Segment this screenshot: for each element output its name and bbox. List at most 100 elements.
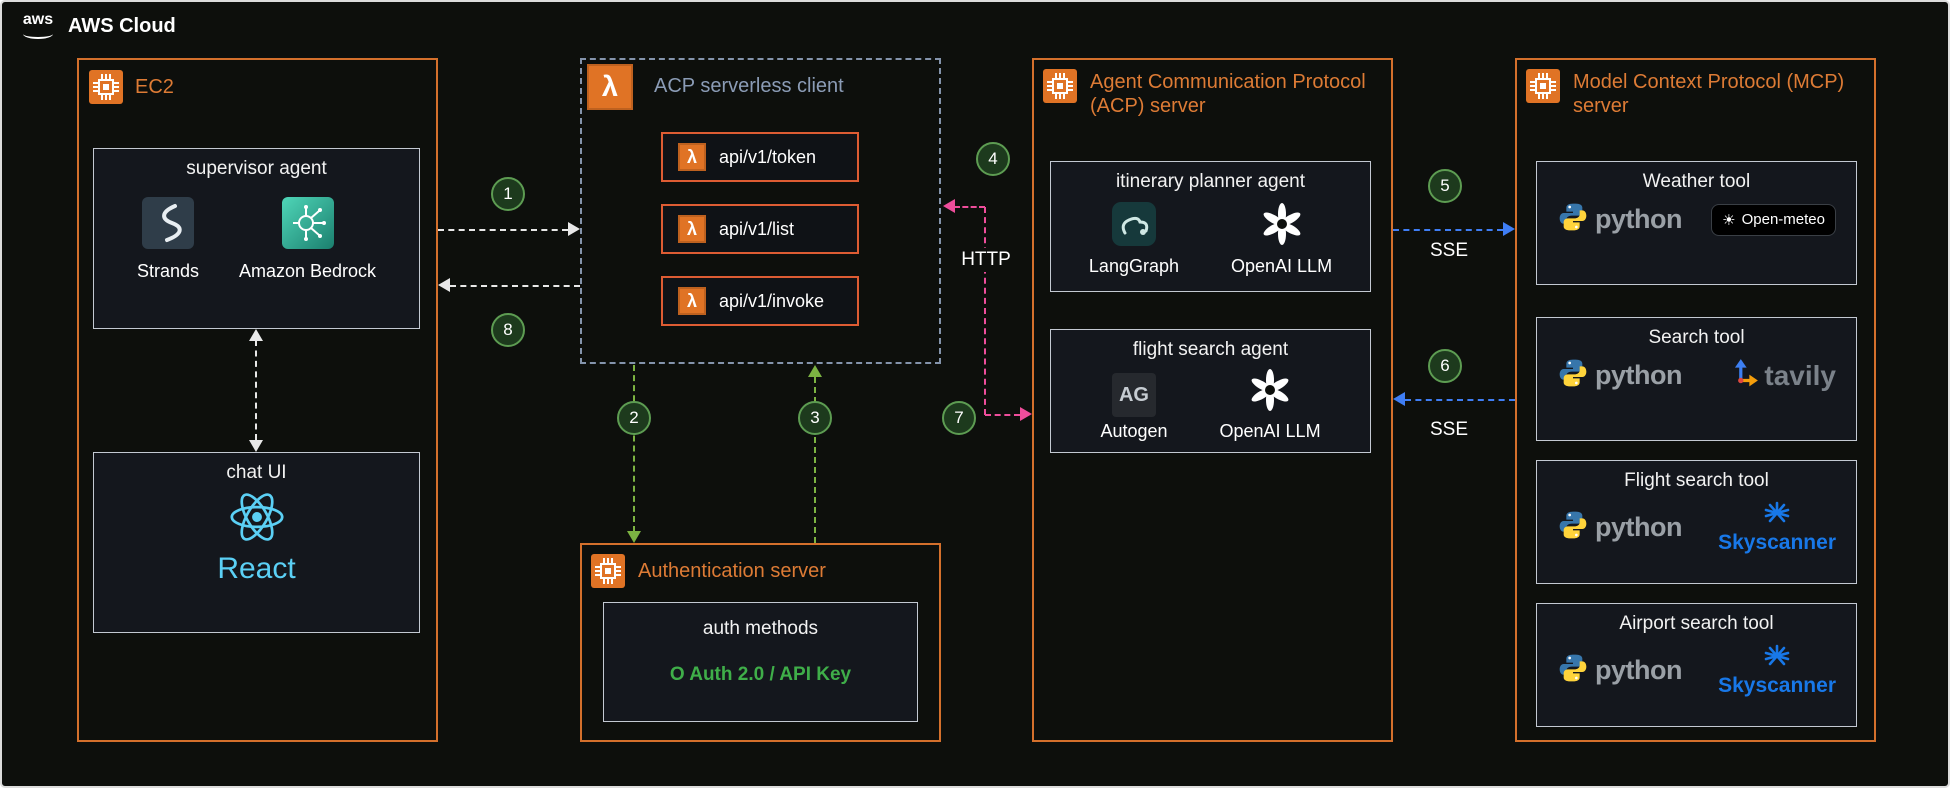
flight-tool-row: python Skyscanner (1537, 500, 1856, 554)
python-group: python (1557, 357, 1682, 394)
python-icon (1557, 652, 1589, 689)
react-label: React (217, 552, 296, 585)
flight-search-tool-title: Flight search tool (1624, 470, 1769, 491)
ec2-chip-icon (88, 69, 124, 105)
strands-label: Strands (136, 261, 199, 281)
openai-item-2: OpenAI LLM (1220, 368, 1321, 442)
tavily-icon (1728, 357, 1760, 394)
aws-smile-icon (23, 29, 53, 39)
acp-server-chip-icon (1042, 68, 1078, 104)
lambda-token-icon: λ (678, 143, 706, 171)
lambda-glyph-small: λ (686, 146, 697, 167)
skyscanner-icon (1757, 500, 1797, 531)
weather-tool-panel: Weather tool python ☀ Open-meteo (1536, 161, 1857, 285)
langgraph-icon (1111, 202, 1156, 251)
step-7-number: 7 (954, 408, 964, 427)
endpoint-list-label: api/v1/list (719, 218, 795, 239)
lambda-glyph-small: λ (686, 290, 697, 311)
python-icon (1557, 357, 1589, 394)
sse-top-label: SSE (1418, 239, 1480, 263)
tavily-group: tavily (1728, 357, 1836, 394)
itinerary-planner-agent-panel: itinerary planner agent LangGraph OpenAI… (1050, 161, 1371, 292)
itinerary-planner-title: itinerary planner agent (1115, 171, 1306, 192)
chat-ui-title: chat UI (226, 462, 287, 483)
http-label: HTTP (951, 248, 1021, 272)
supervisor-icon-row: Strands Amazon Bedrock (137, 197, 376, 282)
search-tool-row: python tavily (1537, 357, 1856, 394)
acp-server-title: Agent Communication Protocol(ACP) server (1090, 70, 1366, 118)
endpoint-token-label: api/v1/token (719, 146, 817, 167)
step-4-number: 4 (988, 149, 998, 168)
python-wordmark: python (1595, 204, 1682, 234)
openai-icon (1260, 202, 1304, 251)
step-1-badge: 1 (491, 177, 525, 211)
mcp-title-line1: Model Context Protocol (MCP) (1573, 71, 1845, 93)
arrow-ec2-to-acp-head (568, 222, 580, 236)
aws-logo-word: aws (22, 11, 54, 28)
python-group: python (1557, 509, 1682, 546)
search-tool-title: Search tool (1648, 327, 1745, 348)
arrow-auth-to-client-line (814, 377, 816, 543)
arrow-supervisor-chat-up-head (249, 329, 263, 341)
acp-client-title: ACP serverless client (654, 75, 844, 97)
itinerary-icon-row: LangGraph OpenAI LLM (1089, 202, 1332, 277)
weather-tool-row: python ☀ Open-meteo (1537, 201, 1856, 238)
mcp-server-title: Model Context Protocol (MCP)server (1573, 70, 1844, 118)
python-wordmark: python (1595, 511, 1682, 542)
http-arrow-bottom-line (985, 414, 1020, 416)
strands-icon (141, 197, 194, 254)
http-arrow-left-head (943, 199, 955, 213)
react-icon (228, 490, 286, 549)
arrow-supervisor-chat-line (255, 340, 257, 440)
sse-bottom-label: SSE (1418, 418, 1480, 442)
acp-server-group: Agent Communication Protocol(ACP) server (1032, 58, 1393, 742)
auth-server-title: Authentication server (638, 560, 826, 582)
endpoint-token: λ api/v1/token (661, 132, 859, 182)
skyscanner-label: Skyscanner (1718, 674, 1836, 697)
python-wordmark: python (1595, 360, 1682, 390)
endpoint-invoke-label: api/v1/invoke (719, 290, 825, 311)
endpoint-invoke: λ api/v1/invoke (661, 276, 859, 326)
tavily-label: tavily (1764, 359, 1836, 391)
python-group: python (1557, 201, 1682, 238)
lambda-invoke-icon: λ (678, 287, 706, 315)
bedrock-label: Amazon Bedrock (238, 261, 377, 281)
lambda-icon: λ (587, 64, 633, 110)
step-2-number: 2 (629, 408, 639, 427)
arrow-auth-to-client-head (808, 365, 822, 377)
flight-search-tool-panel: Flight search tool python Skyscanner (1536, 460, 1857, 584)
arrow-acp-to-ec2-head (438, 278, 450, 292)
skyscanner-icon (1757, 643, 1797, 674)
openai-icon (1248, 368, 1292, 417)
flight-search-agent-panel: flight search agent AG Autogen OpenAI LL… (1050, 329, 1371, 453)
step-3-number: 3 (810, 408, 820, 427)
step-8-badge: 8 (491, 313, 525, 347)
aws-logo: aws (16, 12, 60, 42)
bedrock-item: Amazon Bedrock (239, 197, 376, 282)
acp-server-title-line1: Agent Communication Protocol (1090, 71, 1366, 93)
arrow-acp-to-ec2-line (450, 285, 580, 287)
http-arrow-right-head (1020, 407, 1032, 421)
diagram-title: AWS Cloud (68, 15, 176, 37)
step-6-badge: 6 (1428, 349, 1462, 383)
skyscanner-label: Skyscanner (1718, 531, 1836, 554)
arrow-client-to-auth-head (627, 531, 641, 543)
mcp-chip-icon (1525, 68, 1561, 104)
auth-chip-icon (590, 553, 626, 589)
step-7-badge: 7 (942, 401, 976, 435)
step-5-number: 5 (1440, 176, 1450, 195)
step-8-number: 8 (503, 320, 513, 339)
python-icon (1557, 201, 1589, 238)
openai-item: OpenAI LLM (1231, 202, 1332, 277)
step-1-number: 1 (503, 184, 513, 203)
acp-server-title-line2: (ACP) server (1090, 95, 1206, 117)
sse-arrow-right-head (1503, 222, 1515, 236)
step-4-badge: 4 (976, 142, 1010, 176)
supervisor-agent-panel: supervisor agent Strands Amazon Bedrock (93, 148, 420, 329)
airport-search-tool-panel: Airport search tool python Skyscanner (1536, 603, 1857, 727)
strands-item: Strands (137, 197, 199, 282)
airport-search-tool-title: Airport search tool (1619, 613, 1774, 634)
step-3-badge: 3 (798, 401, 832, 435)
http-arrow-top-line (954, 206, 985, 208)
http-arrow-vertical-line (984, 207, 986, 415)
